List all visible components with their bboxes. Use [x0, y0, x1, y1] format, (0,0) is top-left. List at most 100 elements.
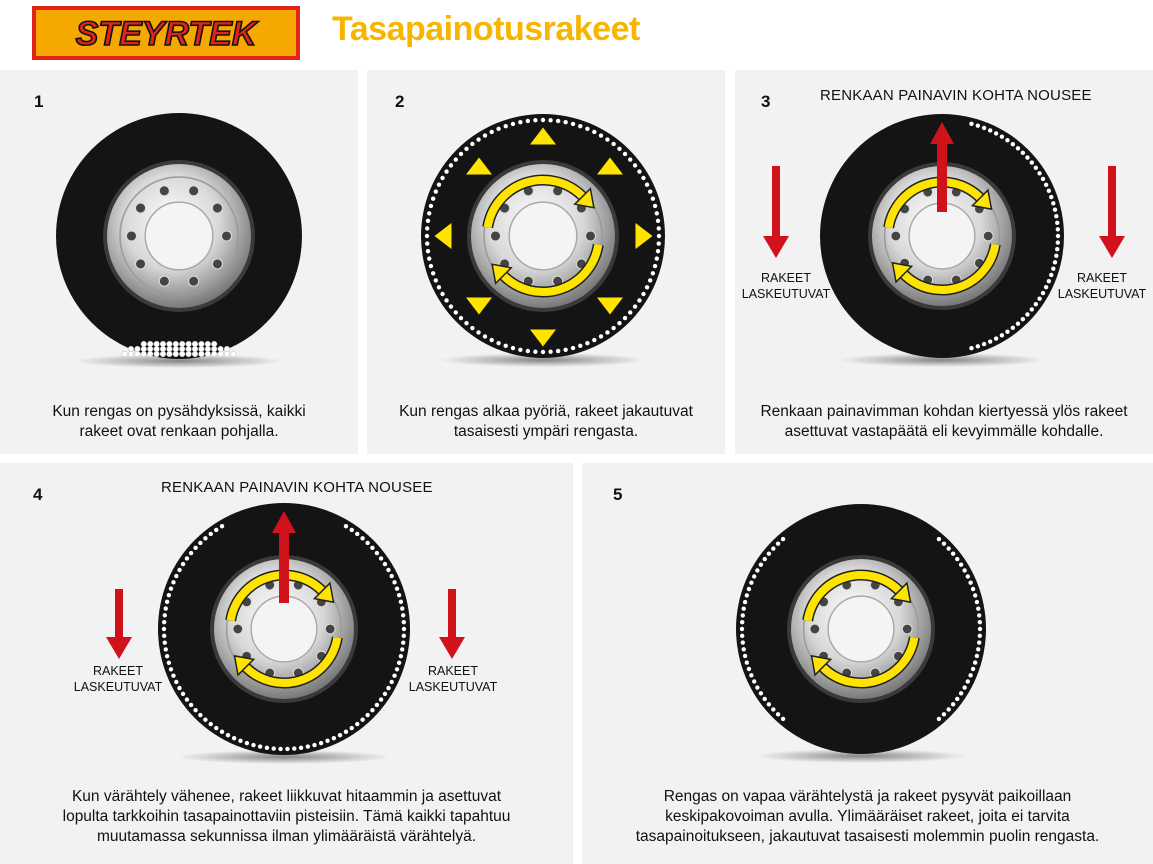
bead — [448, 304, 454, 309]
bead — [476, 330, 481, 335]
bead — [962, 568, 967, 573]
bead — [430, 271, 436, 276]
bead — [977, 613, 982, 618]
caption-line: Renkaan painavimman kohdan kiertyessä yl… — [760, 403, 1128, 420]
bead — [264, 745, 270, 750]
bead — [172, 340, 179, 348]
caption-line: rakeet ovat renkaan pohjalla. — [79, 423, 279, 440]
bead — [968, 673, 973, 678]
bead — [652, 263, 658, 269]
arrow-down-shaft — [115, 589, 123, 639]
bead — [365, 540, 370, 546]
bead — [617, 321, 622, 326]
header: STEYRTEK Tasapainotusrakeet — [0, 0, 1153, 68]
bead — [433, 189, 439, 194]
rotation-arrow-head — [573, 187, 595, 209]
step-number: 3 — [761, 92, 771, 111]
side-label-line: RAKEET — [427, 664, 478, 678]
bead — [755, 685, 760, 690]
side-label-left: RAKEET LASKEUTUVAT — [72, 663, 164, 695]
bead — [1020, 316, 1026, 322]
bead — [489, 337, 494, 343]
bead — [525, 348, 531, 354]
bead — [1051, 201, 1056, 206]
bead — [578, 123, 583, 129]
rotation-arrow — [500, 244, 603, 296]
bead — [370, 707, 375, 713]
bead — [188, 702, 194, 708]
bead — [444, 169, 449, 174]
lug-nut — [135, 258, 147, 270]
bead — [168, 586, 174, 591]
lug-nut — [158, 185, 170, 197]
bead — [771, 707, 776, 712]
bead — [780, 536, 786, 542]
panel-1: 1 Kun rengas on pysähdyksissä, kaikki ra… — [0, 70, 358, 454]
bead — [746, 666, 752, 672]
bead — [162, 613, 167, 618]
bead — [458, 315, 464, 321]
side-label-line: LASKEUTUVAT — [741, 287, 831, 301]
bead — [401, 626, 407, 632]
bead — [510, 121, 516, 127]
arrow-down-shaft — [1108, 166, 1116, 238]
lug-nut — [809, 623, 821, 635]
bead — [740, 640, 745, 645]
bead — [482, 334, 488, 339]
bead — [458, 151, 464, 157]
rotation-arrow — [884, 178, 984, 229]
bead — [540, 117, 546, 123]
bead — [496, 340, 501, 346]
arrow-down-icon — [763, 236, 789, 258]
bead — [598, 334, 604, 339]
bead — [219, 524, 225, 529]
bead — [470, 141, 475, 147]
bead — [163, 647, 168, 652]
bead — [337, 732, 343, 738]
bead — [453, 157, 458, 162]
ground-shadow — [176, 750, 392, 764]
bead — [193, 707, 198, 713]
bead — [476, 137, 481, 142]
bead — [965, 679, 970, 684]
bead — [161, 619, 167, 625]
bead — [958, 562, 964, 567]
step-number: 5 — [613, 485, 623, 504]
arrow-down-icon — [1099, 236, 1125, 258]
hub — [827, 595, 895, 663]
bead — [972, 660, 978, 665]
bead — [464, 321, 469, 326]
bead — [742, 599, 748, 605]
bead — [1052, 207, 1058, 212]
lug-nut — [324, 623, 336, 635]
lug-nut — [890, 230, 902, 242]
bead — [611, 141, 616, 147]
side-label-line: LASKEUTUVAT — [1057, 287, 1147, 301]
step-number: 4 — [33, 485, 43, 504]
bead — [343, 729, 349, 734]
bead — [386, 685, 391, 691]
bead — [198, 340, 205, 348]
bead — [950, 702, 956, 707]
bead — [401, 619, 407, 625]
bead — [436, 285, 442, 290]
bead — [464, 146, 469, 151]
caption: Kun värähtely vähenee, rakeet liikkuvat … — [0, 787, 573, 847]
logo-text: STEYRTEK — [76, 15, 259, 53]
bead — [349, 527, 354, 533]
bead — [654, 256, 659, 261]
bead — [166, 340, 173, 348]
bead — [628, 157, 633, 162]
bead — [425, 248, 431, 254]
bead — [656, 241, 661, 246]
ground-shadow — [74, 354, 284, 368]
rotation-arrow-head — [810, 654, 833, 677]
bead — [1054, 253, 1059, 258]
bead — [238, 738, 243, 744]
bead — [430, 196, 436, 201]
bead — [533, 118, 538, 123]
caption: Renkaan painavimman kohdan kiertyessä yl… — [735, 402, 1153, 442]
bead — [936, 536, 942, 542]
bead — [1015, 321, 1021, 326]
bead — [440, 291, 445, 297]
